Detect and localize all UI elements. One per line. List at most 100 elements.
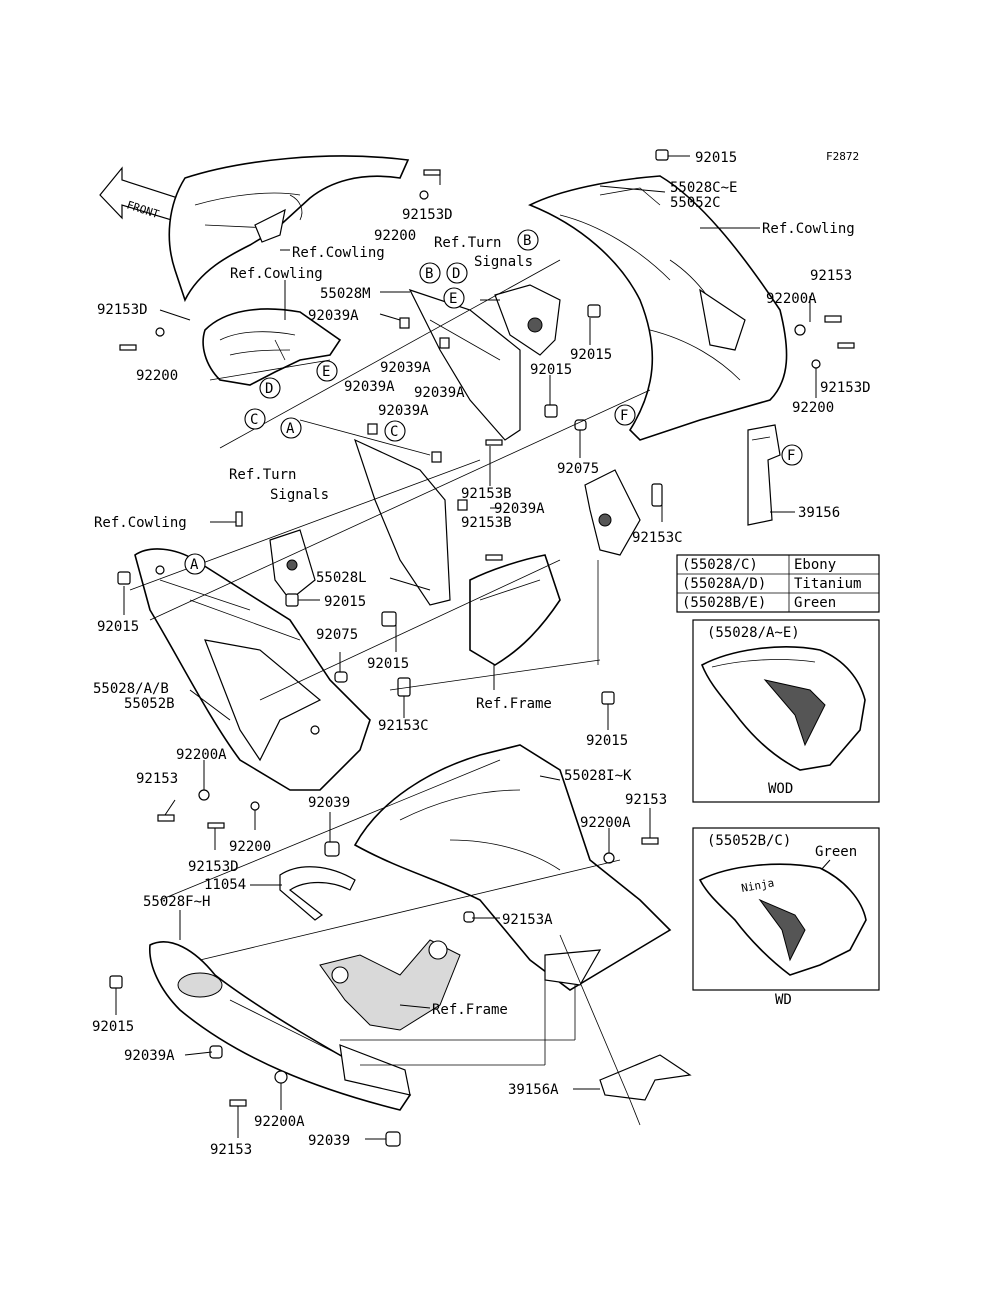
label-92039a: 92039A — [494, 501, 545, 517]
label-92153c: 92153C — [378, 718, 429, 734]
bolt-icon — [229, 1099, 247, 1107]
inset-wod: (55028/A~E) WOD — [692, 619, 880, 803]
label-92153: 92153 — [810, 268, 852, 284]
grommet-icon — [109, 975, 123, 989]
grommet-icon — [381, 611, 397, 627]
upper-left-cowl — [168, 155, 410, 303]
inset-wod-caption: WOD — [768, 781, 793, 797]
svg-text:A: A — [286, 421, 295, 437]
belly-pan — [149, 941, 412, 1111]
grommet-icon — [285, 593, 299, 607]
label-92153: 92153 — [625, 792, 667, 808]
label-55052b: 55052B — [124, 696, 175, 712]
label-55028-a-b: 55028/A/B — [93, 681, 169, 697]
label-ref-cowling: Ref.Cowling — [230, 266, 323, 282]
label-92075: 92075 — [557, 461, 599, 477]
upper-right-cowl — [528, 175, 788, 441]
label-ref-cowling: Ref.Cowling — [94, 515, 187, 531]
color-table-part: (55028/C) — [682, 557, 758, 573]
clip-icon — [439, 337, 450, 349]
bolt-icon — [119, 344, 137, 351]
nut-icon — [324, 841, 340, 857]
label-92015: 92015 — [92, 1019, 134, 1035]
label-92015: 92015 — [367, 656, 409, 672]
marker-f: F — [614, 404, 636, 426]
inset-wd-decal: Ninja — [740, 876, 775, 895]
grommet-icon — [655, 149, 669, 161]
color-table-part: (55028A/D) — [682, 576, 766, 592]
svg-text:F: F — [787, 448, 795, 464]
foam-pad-39156 — [747, 424, 781, 526]
clip-icon — [457, 499, 468, 511]
label-92200: 92200 — [374, 228, 416, 244]
marker-a: A — [280, 417, 302, 439]
marker-a: A — [184, 553, 206, 575]
front-arrow-icon: FRONT — [99, 166, 179, 223]
label-92015: 92015 — [586, 733, 628, 749]
inset-wd: (55052B/C) Green Ninja WD — [692, 827, 880, 1008]
label-signals: Signals — [270, 487, 329, 503]
marker-b: B — [419, 262, 441, 284]
grommet-icon — [601, 691, 615, 705]
label-ref-cowling: Ref.Cowling — [292, 245, 385, 261]
bolt-icon — [235, 511, 243, 527]
marker-c: C — [244, 408, 266, 430]
label-92153b: 92153B — [461, 515, 512, 531]
label-signals: Signals — [474, 254, 533, 270]
label-92039a: 92039A — [344, 379, 395, 395]
svg-text:C: C — [390, 424, 398, 440]
lower-cowl — [353, 744, 672, 991]
label-92039a: 92039A — [380, 360, 431, 376]
cowl-bracket-right — [584, 469, 641, 556]
center-duct — [469, 554, 561, 666]
marker-b: B — [517, 229, 539, 251]
label-92200: 92200 — [229, 839, 271, 855]
inner-panel-55028l — [353, 438, 451, 606]
color-table-part: (55028B/E) — [682, 595, 766, 611]
washer-icon — [811, 359, 821, 369]
label-92200a: 92200A — [254, 1114, 305, 1130]
label-92200a: 92200A — [766, 291, 817, 307]
label-92153c: 92153C — [632, 530, 683, 546]
label-55028l: 55028L — [316, 570, 367, 586]
bolt-icon — [423, 169, 441, 176]
bolt-icon — [824, 315, 842, 323]
label-92200a: 92200A — [580, 815, 631, 831]
label-92153: 92153 — [136, 771, 178, 787]
label-55028f-h: 55028F~H — [143, 894, 210, 910]
marker-d: D — [446, 262, 468, 284]
heat-shield-39156a — [599, 1054, 692, 1101]
callout-labels: 92015 55028C~E 55052C Ref.Cowling Ref.Tu… — [92, 150, 871, 1158]
label-ref-frame: Ref.Frame — [476, 696, 552, 712]
nut-icon — [385, 1131, 401, 1147]
color-table-color: Titanium — [794, 576, 861, 592]
label-92039: 92039 — [308, 1133, 350, 1149]
inset-wd-caption: WD — [775, 992, 792, 1008]
inset-wod-header: (55028/A~E) — [707, 625, 800, 641]
label-ref-frame: Ref.Frame — [432, 1002, 508, 1018]
color-table: (55028/C) Ebony (55028A/D) Titanium (550… — [676, 554, 880, 613]
bolt-icon — [157, 814, 175, 822]
label-92015: 92015 — [324, 594, 366, 610]
svg-text:D: D — [452, 266, 460, 282]
washer-icon — [794, 324, 806, 336]
rivet-icon — [574, 419, 587, 431]
label-39156a: 39156A — [508, 1082, 559, 1098]
label-92200: 92200 — [792, 400, 834, 416]
label-92200: 92200 — [136, 368, 178, 384]
svg-text:E: E — [322, 364, 330, 380]
turn-signal-bracket-top — [494, 284, 561, 356]
label-55052c: 55052C — [670, 195, 721, 211]
label-11054: 11054 — [204, 877, 246, 893]
rivet-icon — [334, 671, 348, 683]
label-92153a: 92153A — [502, 912, 553, 928]
label-92039a: 92039A — [414, 385, 465, 401]
label-92153d: 92153D — [97, 302, 148, 318]
grommet-icon — [117, 571, 131, 585]
collar-icon — [651, 483, 663, 507]
svg-text:A: A — [190, 557, 199, 573]
marker-e: E — [443, 287, 465, 309]
marker-f: F — [781, 444, 803, 466]
marker-e: E — [316, 360, 338, 382]
label-ref-turn: Ref.Turn — [434, 235, 501, 251]
